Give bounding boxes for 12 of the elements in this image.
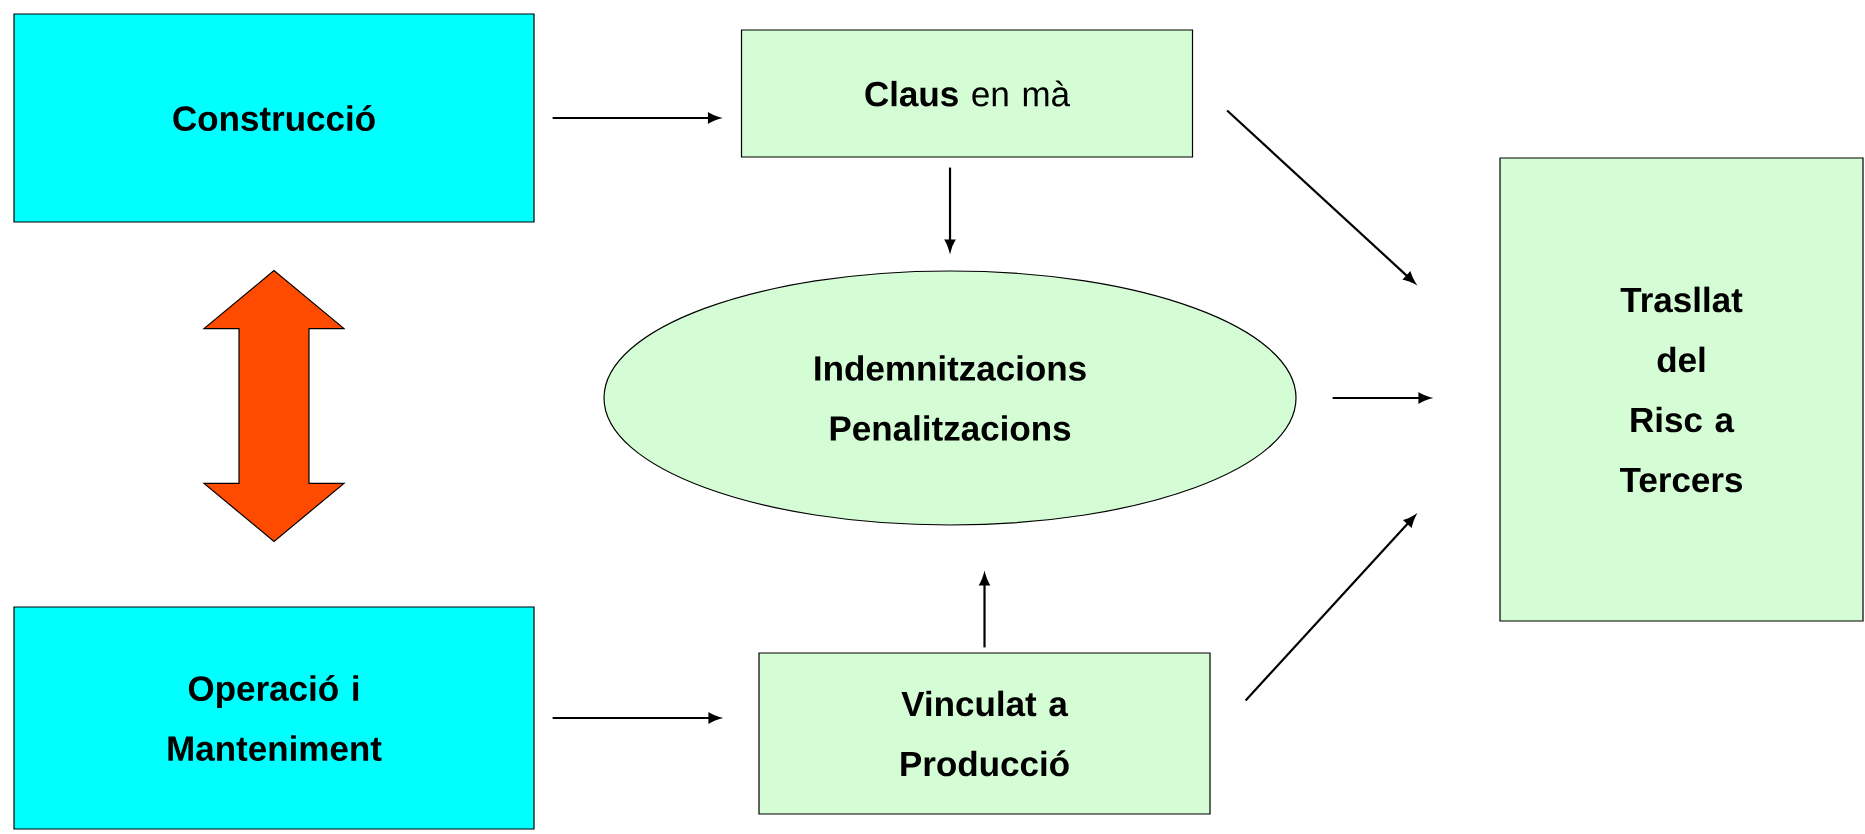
arrow — [1226, 109, 1416, 284]
process-box: Vinculat a Producció — [758, 652, 1211, 815]
process-box: Trasllat del Risc a Tercers — [1499, 157, 1864, 622]
arrow — [979, 573, 990, 648]
arrow — [552, 712, 721, 724]
arrow — [944, 167, 956, 252]
arrow — [1332, 392, 1431, 404]
process-box: Claus en mà — [740, 29, 1194, 158]
arrow — [552, 112, 720, 124]
process-box: Operació i Manteniment — [13, 606, 535, 830]
process-box: Construcció — [13, 13, 535, 223]
arrow — [1244, 515, 1416, 702]
